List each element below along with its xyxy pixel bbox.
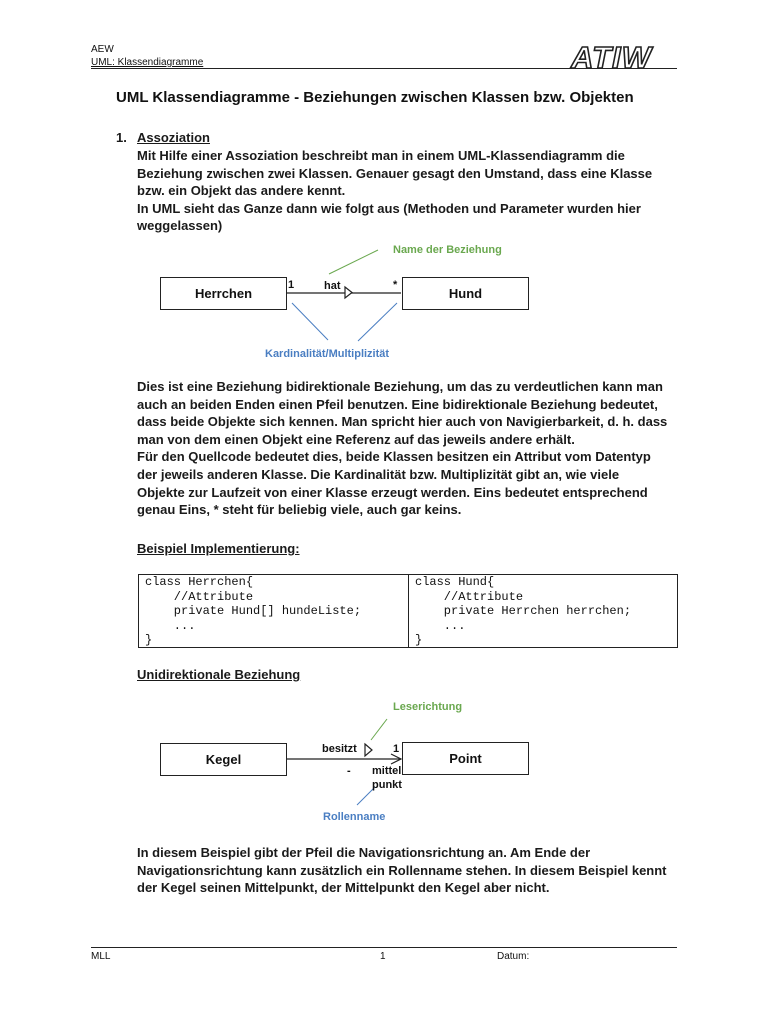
class-herrchen: Herrchen: [160, 277, 287, 310]
header-rule: [91, 68, 677, 69]
intro-line: weggelassen): [137, 218, 223, 234]
reading-direction-icon: [364, 742, 373, 758]
code-table: class Herrchen{ //Attribute private Hund…: [138, 574, 678, 648]
intro-line: In UML sieht das Ganze dann wie folgt au…: [137, 200, 641, 216]
relation-name: hat: [324, 280, 341, 292]
role-name-line2: punkt: [372, 779, 402, 791]
paragraph-line: In diesem Beispiel gibt der Pfeil die Na…: [137, 845, 591, 860]
relation-name: besitzt: [322, 743, 357, 755]
role-visibility: -: [347, 765, 351, 777]
multiplicity-right: *: [393, 279, 398, 291]
note-reading-direction: Leserichtung: [393, 701, 463, 713]
footer-author: MLL: [91, 951, 111, 962]
paragraph-line: Navigationsrichtung kann zusätzlich ein …: [137, 862, 667, 878]
unidirectional-heading: Unidirektionale Beziehung: [137, 667, 301, 682]
example-heading: Beispiel Implementierung:: [137, 541, 300, 556]
code-hund: class Hund{ //Attribute private Herrchen…: [408, 575, 677, 647]
class-hund: Hund: [402, 277, 529, 310]
multiplicity-right: 1: [393, 743, 400, 755]
multiplicity-left: 1: [288, 279, 295, 291]
name-pointer-line: [328, 249, 379, 275]
navigation-arrow-icon: [390, 753, 403, 765]
section-number: 1.: [116, 130, 127, 145]
mult-pointer-right: [357, 302, 398, 342]
section-intro: Mit Hilfe einer Assoziation beschreibt m…: [137, 147, 697, 235]
paragraph-line: man von dem einen Objekt eine Referenz a…: [137, 431, 575, 447]
svg-text:ATIW: ATIW: [570, 40, 654, 72]
navigation-paragraph: In diesem Beispiel gibt der Pfeil die Na…: [137, 844, 717, 897]
paragraph-line: der Kegel seinen Mittelpunkt, der Mittel…: [137, 880, 550, 896]
intro-line: Mit Hilfe einer Assoziation beschreibt m…: [137, 148, 625, 163]
class-kegel: Kegel: [160, 743, 287, 776]
class-point: Point: [402, 742, 529, 775]
header-course: AEW: [91, 44, 114, 55]
paragraph-line: auch an beiden Enden einen Pfeil benutze…: [137, 396, 658, 412]
header-subject: UML: Klassendiagramme: [91, 57, 204, 68]
role-name-line1: mittel: [372, 765, 402, 777]
page-title: UML Klassendiagramme - Beziehungen zwisc…: [116, 89, 634, 106]
note-relation-name: Name der Beziehung: [393, 244, 502, 256]
paragraph-line: Objekte zur Laufzeit von einer Klasse er…: [137, 484, 648, 500]
direction-pointer-line: [370, 718, 388, 741]
paragraph-line: Für den Quellcode bedeutet dies, beide K…: [137, 449, 651, 465]
mult-pointer-left: [291, 302, 329, 341]
paragraph-line: genau Eins, * steht für beliebig viele, …: [137, 502, 462, 518]
section-heading: Assoziation: [137, 130, 210, 145]
note-multiplicity: Kardinalität/Multiplizität: [265, 348, 390, 360]
footer-rule: [91, 947, 677, 948]
note-role-name: Rollenname: [323, 811, 386, 823]
paragraph-line: der jeweils anderen Klasse. Die Kardinal…: [137, 466, 620, 482]
direction-arrow-icon: [344, 285, 353, 300]
explanation-paragraph: Dies ist eine Beziehung bidirektionale B…: [137, 378, 717, 519]
footer-date-label: Datum:: [497, 951, 530, 962]
code-herrchen: class Herrchen{ //Attribute private Hund…: [145, 575, 362, 647]
paragraph-line: Dies ist eine Beziehung bidirektionale B…: [137, 379, 663, 394]
intro-line: Beziehung zwischen zwei Klassen. Genauer…: [137, 165, 653, 181]
page-number: 1: [380, 951, 386, 962]
role-pointer-line: [356, 786, 376, 806]
atiw-logo: ATIW: [569, 40, 654, 72]
paragraph-line: dass beide Objekte sich kennen. Man spri…: [137, 414, 668, 430]
intro-line: bzw. ein Objekt das andere kennt.: [137, 183, 346, 199]
